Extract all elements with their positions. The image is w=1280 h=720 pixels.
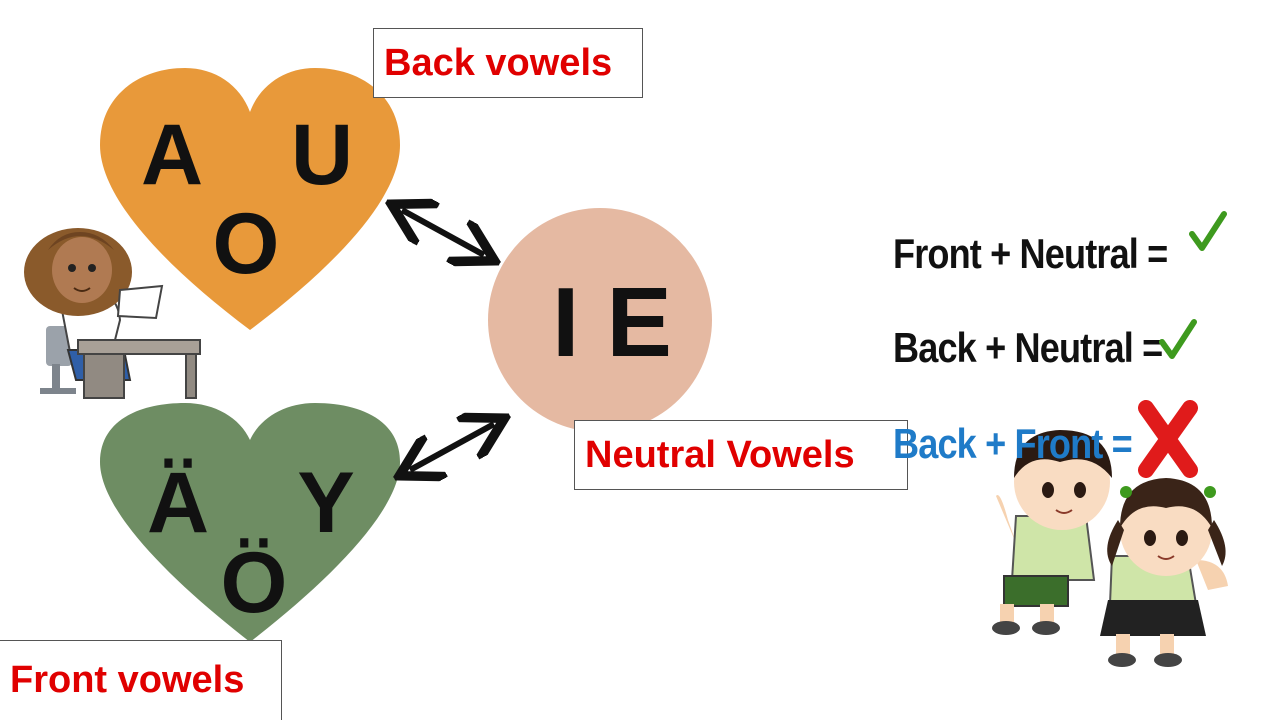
front-vowels-label: Front vowels — [0, 640, 282, 720]
rule-back-neutral: Back + Neutral = — [893, 324, 1163, 372]
back-vowels-label: Back vowels — [373, 28, 643, 98]
back-vowels-label-text: Back vowels — [384, 41, 613, 84]
back-neutral-arrow — [402, 210, 484, 255]
back-letter-u: U — [291, 107, 353, 203]
neutral-vowels-circle — [488, 208, 712, 432]
neutral-vowels-label: Neutral Vowels — [574, 420, 908, 490]
back-letter-a: A — [141, 107, 203, 203]
neutral-letters: I E — [552, 267, 672, 377]
front-letter-o-umlaut: Ö — [221, 535, 288, 631]
rule-back-front-text: Back + Front = — [893, 420, 1133, 467]
rule-back-neutral-text: Back + Neutral = — [893, 324, 1163, 371]
girl-at-desk-illustration — [24, 228, 201, 399]
cross-icon — [1138, 400, 1198, 478]
check-icon — [1189, 211, 1227, 251]
neutral-vowels-label-text: Neutral Vowels — [585, 433, 855, 476]
rule-back-front: Back + Front = — [893, 420, 1133, 468]
front-letter-a-umlaut: Ä — [147, 455, 209, 551]
rule-front-neutral-text: Front + Neutral = — [893, 230, 1168, 277]
front-neutral-arrow — [410, 424, 494, 470]
back-letter-o: O — [213, 196, 280, 292]
kids-illustration — [992, 430, 1228, 667]
front-letter-y: Y — [297, 455, 354, 551]
back-vowels-heart — [100, 68, 400, 330]
front-vowels-label-text: Front vowels — [10, 659, 245, 701]
check-icon — [1159, 319, 1197, 359]
front-vowels-heart — [100, 403, 400, 642]
rule-front-neutral: Front + Neutral = — [893, 230, 1168, 278]
